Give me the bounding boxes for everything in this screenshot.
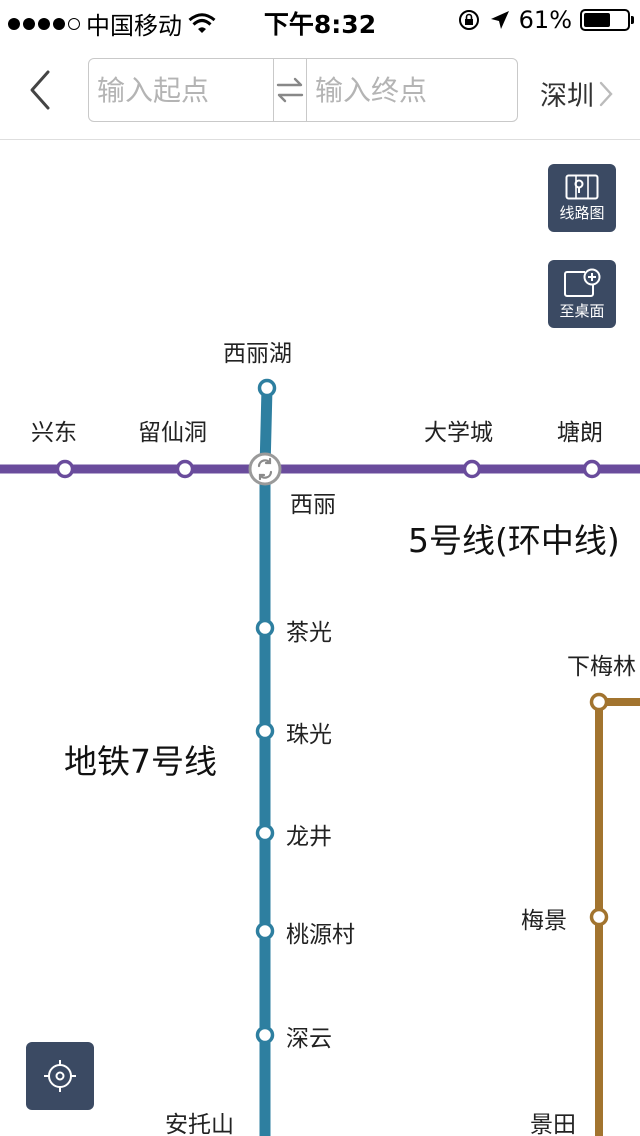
station-label-xiameilin[interactable]: 下梅林: [567, 654, 636, 680]
subway-map[interactable]: 西丽湖 兴东 留仙洞 大学城 塘朗 西丽 茶光 珠光 龙井 桃源村 深云 安托山…: [0, 141, 640, 1136]
status-time: 下午8:32: [263, 10, 377, 39]
city-selector[interactable]: 深圳: [540, 74, 614, 113]
station-label-longjing[interactable]: 龙井: [286, 824, 332, 850]
locate-button[interactable]: [26, 1042, 94, 1110]
rotation-lock-icon: [458, 10, 479, 30]
route-map-button[interactable]: 线路图: [548, 164, 616, 232]
station-node-chaguang: [255, 618, 275, 638]
station-label-daxuecheng[interactable]: 大学城: [424, 420, 493, 446]
station-node-zhuguang: [255, 721, 275, 741]
station-label-xili[interactable]: 西丽: [290, 492, 336, 518]
station-node-xiameilin: [589, 692, 609, 712]
station-label-liuxiandong[interactable]: 留仙洞: [138, 420, 207, 446]
station-label-shenyun[interactable]: 深云: [286, 1026, 332, 1052]
station-node-shenyun: [255, 1025, 275, 1045]
station-label-tanglang[interactable]: 塘朗: [557, 420, 603, 446]
station-node-taoyuancun: [255, 921, 275, 941]
end-input[interactable]: [307, 59, 640, 121]
status-bar: 中国移动 下午8:32 61%: [0, 0, 640, 40]
station-label-xilihu[interactable]: 西丽湖: [223, 341, 292, 367]
transfer-icon: [248, 452, 282, 486]
locate-icon: [44, 1060, 76, 1092]
location-arrow-icon: [490, 11, 509, 29]
wifi-icon: [188, 12, 216, 33]
chevron-right-icon: [599, 81, 613, 106]
start-input[interactable]: [89, 59, 273, 121]
to-desktop-label: 至桌面: [559, 301, 605, 320]
station-label-antuoshan[interactable]: 安托山: [165, 1112, 234, 1136]
station-node-longjing: [255, 823, 275, 843]
station-node-xilihu: [257, 378, 277, 398]
station-label-meijing[interactable]: 梅景: [521, 908, 567, 934]
map-icon: [565, 174, 599, 199]
station-label-jingtian[interactable]: 景田: [530, 1112, 576, 1136]
station-node-meijing: [589, 907, 609, 927]
line5-label: 5号线(环中线): [408, 521, 620, 560]
battery-icon: [580, 9, 634, 31]
station-node-tanglang: [582, 459, 602, 479]
station-label-xingdong[interactable]: 兴东: [31, 420, 77, 446]
signal-icon: [8, 17, 80, 30]
city-name: 深圳: [540, 81, 594, 112]
nav-bar: 深圳: [0, 40, 640, 140]
subway-map-canvas: [0, 378, 640, 1136]
route-map-label: 线路图: [559, 203, 605, 222]
station-node-liuxiandong: [175, 459, 195, 479]
swap-button[interactable]: [273, 59, 307, 121]
status-right: 61%: [457, 6, 634, 34]
station-label-chaguang[interactable]: 茶光: [286, 620, 332, 646]
station-node-daxuecheng: [462, 459, 482, 479]
to-desktop-button[interactable]: 至桌面: [548, 260, 616, 328]
station-label-zhuguang[interactable]: 珠光: [286, 722, 332, 748]
line7-label: 地铁7号线: [64, 742, 217, 781]
battery-percent: 61%: [518, 6, 572, 34]
station-label-taoyuancun[interactable]: 桃源村: [286, 922, 355, 948]
back-arrow-icon[interactable]: [22, 68, 62, 112]
line7-track: [259, 387, 273, 1136]
carrier-info: 中国移动: [8, 6, 216, 41]
station-node-xingdong: [55, 459, 75, 479]
route-search-box: [88, 58, 640, 122]
carrier-name: 中国移动: [86, 12, 182, 40]
add-to-desktop-icon: [564, 268, 601, 297]
swap-icon: [276, 77, 304, 103]
